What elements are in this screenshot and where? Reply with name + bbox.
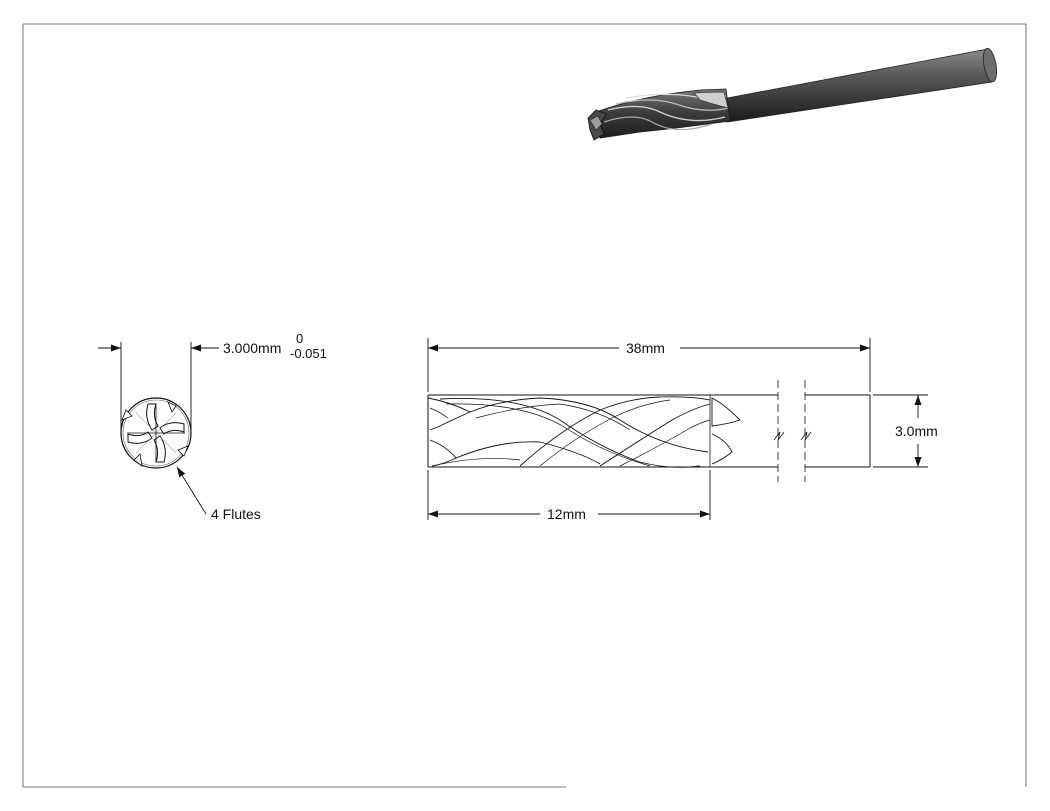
shank-diameter-dimension: 3.0mm [895,423,938,439]
end-view [98,342,219,515]
overall-length-dimension: 38mm [626,340,665,356]
isometric-render [587,47,998,141]
diameter-dimension: 3.000mm [223,340,281,356]
tolerance-upper: 0 [296,331,303,346]
sheet-border [22,23,1027,788]
flute-count-callout: 4 Flutes [211,506,261,522]
side-view [427,338,928,520]
tolerance-lower: -0.051 [290,346,327,361]
flute-length-dimension: 12mm [547,506,586,522]
